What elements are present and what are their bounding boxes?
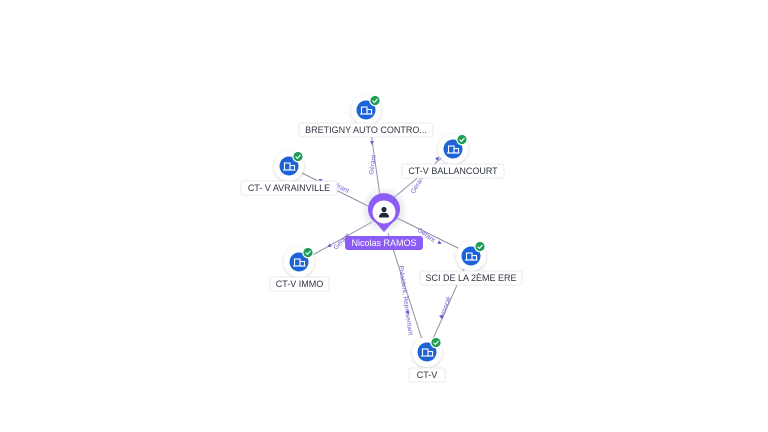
check-icon: [459, 137, 465, 143]
company-label: CT-V: [417, 370, 438, 380]
check-icon: [433, 340, 439, 346]
check-badge: [369, 94, 381, 107]
edge-label-bretigny: Gérant: [368, 154, 378, 175]
check-badge: [292, 150, 304, 163]
check-icon: [372, 98, 378, 104]
edge-arrow: [405, 309, 410, 315]
edge-arrow: [437, 240, 442, 244]
company-label: CT- V AVRAINVILLE: [248, 183, 330, 193]
person-icon: [379, 206, 389, 218]
company-node-bretigny[interactable]: BRETIGNY AUTO CONTRO...: [298, 94, 434, 138]
person-label-box: [345, 236, 423, 250]
company-label-box: [408, 367, 446, 383]
building-icon: [447, 145, 460, 154]
company-label: CT-V IMMO: [276, 279, 324, 289]
company-label-box: [298, 122, 434, 138]
company-label: CT-V BALLANCOURT: [408, 166, 498, 176]
check-badge: [456, 133, 468, 146]
company-node-immo[interactable]: CT-V IMMO: [269, 246, 330, 292]
company-label-box: [240, 180, 338, 196]
edge-label-sci-ctv: Associé: [438, 296, 452, 320]
center-person-node[interactable]: Nicolas RAMOS: [345, 186, 423, 250]
building-icon: [293, 258, 306, 267]
person-label: Nicolas RAMOS: [351, 238, 416, 248]
check-badge: [474, 240, 486, 253]
check-icon: [305, 250, 311, 256]
check-icon: [295, 154, 301, 160]
building-icon: [360, 106, 373, 115]
edge-label-ctv: Président, Représentant: [397, 265, 414, 336]
check-badge: [430, 336, 442, 349]
edge-arrow: [439, 314, 443, 319]
edge-ctv: [387, 232, 426, 350]
company-node-ballancourt[interactable]: CT-V BALLANCOURT: [401, 133, 505, 179]
company-nodes: BRETIGNY AUTO CONTRO... CT-V BALLANCOURT: [240, 94, 523, 383]
company-node-avrainville[interactable]: CT- V AVRAINVILLE: [240, 150, 338, 196]
edge-sci: [396, 217, 471, 255]
check-icon: [477, 244, 483, 250]
edge-arrow: [435, 156, 440, 161]
building-icon: [465, 252, 478, 261]
company-node-ctv[interactable]: CT-V: [408, 336, 446, 383]
company-label-box: [401, 163, 505, 179]
company-label-box: [419, 270, 523, 286]
building-icon: [421, 348, 434, 357]
check-badge: [302, 246, 314, 259]
edge-arrow: [327, 243, 332, 247]
company-label: SCI DE LA 2ÈME ERE: [425, 273, 516, 283]
building-icon: [283, 162, 296, 171]
company-label-box: [269, 276, 330, 292]
company-node-sci[interactable]: SCI DE LA 2ÈME ERE: [419, 240, 523, 286]
company-label: BRETIGNY AUTO CONTRO...: [305, 125, 427, 135]
